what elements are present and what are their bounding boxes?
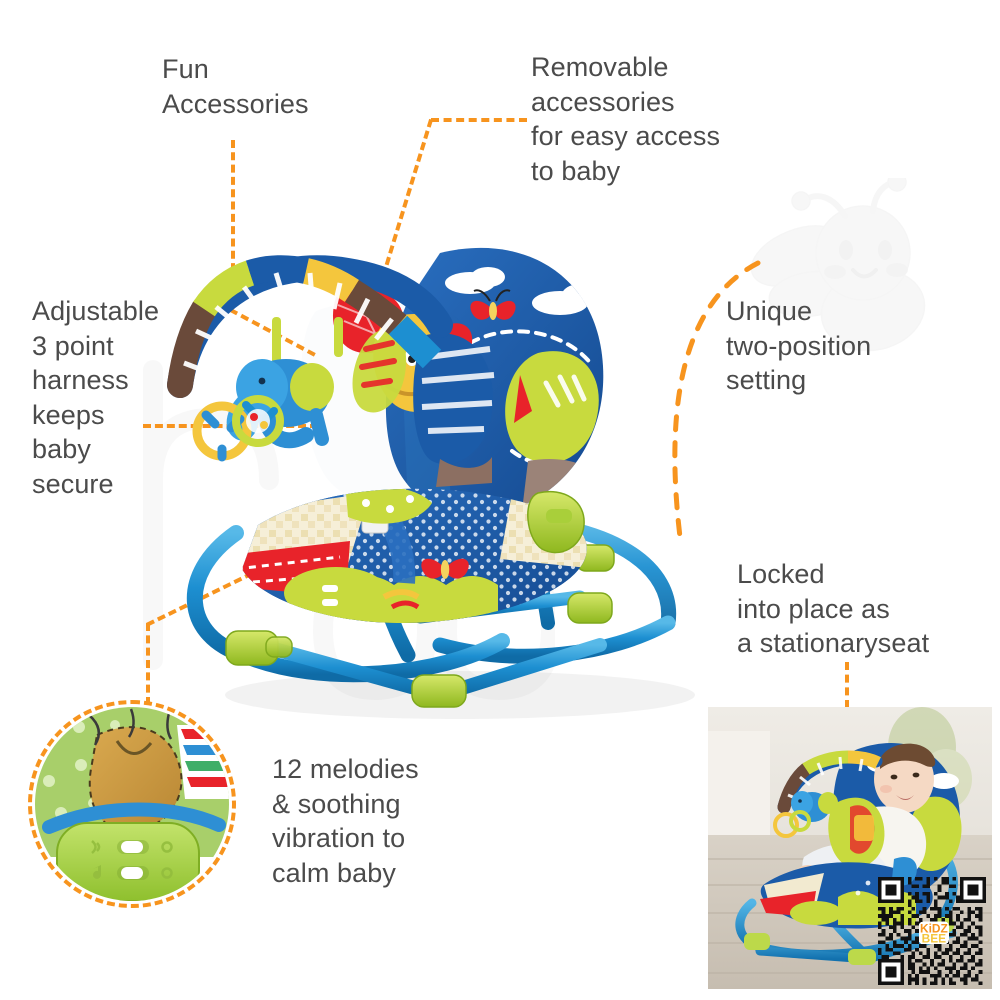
connector-melodies-vertical [146,623,150,705]
connector-two-position-arc [672,260,761,540]
callout-melodies-vibration: 12 melodies & soothing vibration to calm… [272,754,419,888]
connector-locked-vertical [845,662,849,708]
callout-locked-stationary: Locked into place as a stationaryseat [737,559,930,659]
qr-logo-line1: KiDZ [920,921,948,935]
lifestyle-photo-inset: KiDZ BEE [708,707,992,989]
connector-fun-accessories-vertical [231,140,235,308]
connector-removable-horizontal [431,118,527,122]
qr-code[interactable]: KiDZ BEE [878,877,986,985]
qr-logo-line2: BEE [922,932,947,946]
callout-adjustable-harness: Adjustable 3 point harness keeps baby se… [32,296,160,499]
control-module-inset [28,700,236,908]
callout-removable-accessories: Removable accessories for easy access to… [531,52,721,186]
callout-fun-accessories: Fun Accessories [162,54,309,119]
product-illustration-rocker [167,247,695,719]
callout-two-position-setting: Unique two-position setting [726,296,872,396]
control-module-illustration [35,707,229,901]
